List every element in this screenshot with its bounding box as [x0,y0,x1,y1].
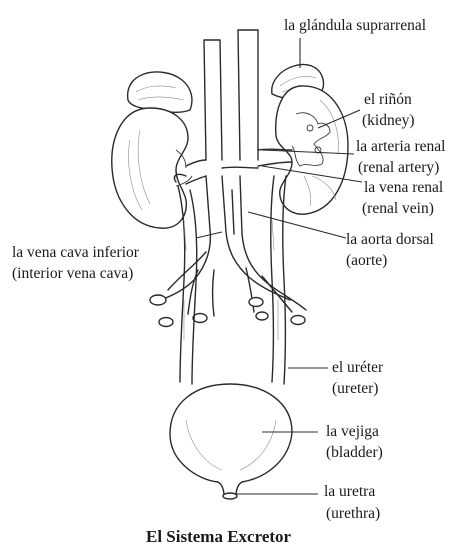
aorta-upper [203,39,223,161]
label-renal-vein-en: (renal vein) [362,200,434,217]
label-bladder-en: (bladder) [326,444,383,461]
label-renal-vein-es: la vena renal [364,179,443,196]
label-ureter-es: el uréter [332,359,384,376]
label-renal-artery-es: la arteria renal [356,138,446,155]
label-kidney-es: el riñón [364,91,412,108]
right-ureter [270,175,275,383]
label-urethra-en: (urethra) [326,505,380,522]
left-ureter [177,185,186,383]
label-renal-artery-en: (renal artery) [358,159,439,176]
label-adrenal-gland: la glándula suprarrenal [284,17,426,34]
label-ivc-en: (interior vena cava) [12,265,133,282]
label-aorta-es: la aorta dorsal [346,231,434,248]
left-kidney [111,107,189,229]
label-ivc-es: la vena cava inferior [12,244,140,261]
label-ureter-en: (ureter) [332,380,378,397]
label-aorta-en: (aorte) [346,252,387,269]
label-bladder-es: la vejiga [326,423,379,440]
lower-vena-cava [239,175,307,311]
urethra-opening [222,492,238,500]
bladder [169,383,293,497]
right-kidney [275,85,349,215]
label-kidney-en: (kidney) [362,112,415,129]
diagram-title: El Sistema Excretor [146,527,292,546]
left-adrenal-gland [126,71,193,113]
vena-cava-upper [237,29,259,161]
label-urethra-es: la uretra [324,483,375,500]
